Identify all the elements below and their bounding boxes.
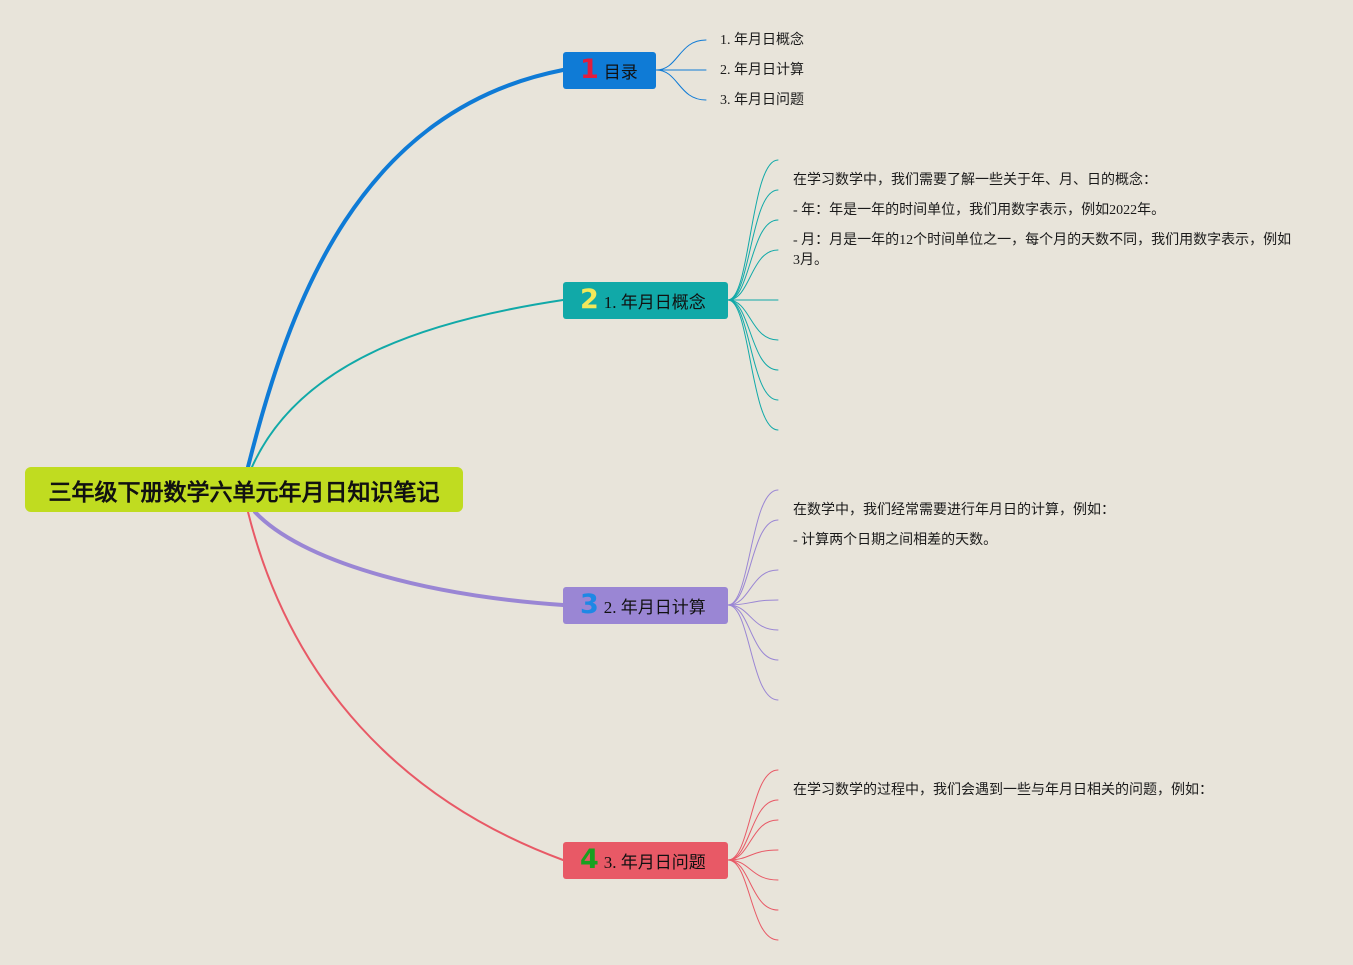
branch-number-1: 1: [580, 54, 599, 85]
branch-label: 3. 年月日问题: [603, 853, 706, 872]
branch-number-2: 2: [580, 284, 599, 315]
branch-label: 1. 年月日概念: [603, 293, 706, 312]
connector-leaf-3-3: [727, 599, 779, 606]
branch-contents[interactable]: 1 目录: [563, 52, 656, 89]
leaf-topic[interactable]: 在学习数学的过程中，我们会遇到一些与年月日相关的问题，例如：: [793, 783, 1213, 798]
root-topic[interactable]: 三年级下册数学六单元年月日知识笔记: [25, 467, 463, 512]
connector-main-1: [246, 68, 565, 469]
connector-leaf-3-0: [727, 489, 779, 606]
connector-leaf-2-1: [727, 189, 779, 301]
branch-label: 2. 年月日计算: [603, 598, 706, 617]
leaf-topic[interactable]: 1. 年月日概念: [720, 33, 804, 48]
connector-leaf-2-7: [727, 299, 779, 401]
connector-leaf-2-3: [727, 249, 779, 301]
connector-leaf-4-2: [727, 819, 779, 861]
connector-leaf-3-5: [727, 604, 779, 661]
branch-number-3: 3: [580, 589, 599, 620]
connector-leaf-3-4: [727, 604, 779, 631]
connector-main-2: [251, 299, 564, 468]
connector-leaf-1-0: [655, 39, 707, 71]
connector-leaf-3-2: [727, 569, 779, 606]
connector-leaf-2-0: [727, 159, 779, 301]
connector-leaf-2-8: [727, 299, 779, 431]
branch-number-4: 4: [580, 844, 599, 875]
connector-main-4: [247, 511, 564, 861]
connector-leaf-4-6: [727, 859, 779, 941]
connector-leaf-4-1: [727, 799, 779, 861]
connector-leaf-1-2: [655, 69, 707, 101]
connector-leaf-2-5: [727, 299, 779, 341]
leaf-topic[interactable]: 在数学中，我们经常需要进行年月日的计算，例如：: [793, 503, 1115, 518]
leaf-topic[interactable]: - 月：月是一年的12个时间单位之一，每个月的天数不同，我们用数字表示，例如3月…: [793, 233, 1292, 268]
connector-leaf-4-3: [727, 849, 779, 861]
leaf-topic[interactable]: 3. 年月日问题: [720, 93, 804, 108]
branch-calculation[interactable]: 3 2. 年月日计算: [563, 587, 728, 624]
branch-concept[interactable]: 2 1. 年月日概念: [563, 282, 728, 319]
leaf-topic[interactable]: 2. 年月日计算: [720, 63, 804, 78]
connector-leaf-4-5: [727, 859, 779, 911]
connector-main-3: [253, 510, 565, 607]
connector-leaf-4-4: [727, 859, 779, 881]
connector-leaf-2-6: [727, 299, 779, 371]
branch-problems[interactable]: 4 3. 年月日问题: [563, 842, 728, 879]
root-title: 三年级下册数学六单元年月日知识笔记: [48, 479, 440, 506]
connector-leaf-4-0: [727, 769, 779, 861]
branch-label: 目录: [603, 63, 638, 83]
connector-leaf-2-2: [727, 219, 779, 301]
connector-leaf-3-1: [727, 519, 779, 606]
leaf-topic[interactable]: 在学习数学中，我们需要了解一些关于年、月、日的概念：: [793, 173, 1157, 188]
connector-leaf-3-6: [727, 604, 779, 701]
leaf-topic[interactable]: - 年：年是一年的时间单位，我们用数字表示，例如2022年。: [793, 203, 1166, 218]
leaf-topic[interactable]: - 计算两个日期之间相差的天数。: [793, 533, 998, 548]
